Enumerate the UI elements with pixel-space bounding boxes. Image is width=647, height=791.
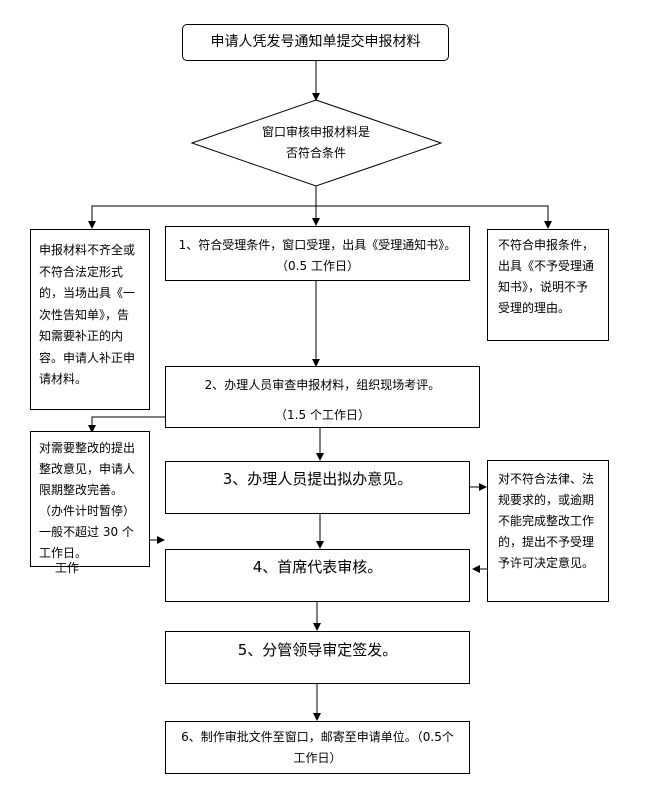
- start-label: 申请人凭发号通知单提交申报材料: [210, 34, 421, 50]
- stray-workday-text: 工作日: [55, 562, 80, 574]
- incomplete-label: 申报材料不齐全或 不符合法定形式 的，当场出具《一 次性告知单》，告 知需要补正…: [39, 243, 136, 386]
- accept-label-line2: （0.5 工作日）: [276, 259, 359, 273]
- branch-line-left: [88, 205, 316, 229]
- sign-label: 5、分管领导审定签发。: [237, 641, 398, 659]
- incomplete-box: 申报材料不齐全或 不符合法定形式 的，当场出具《一 次性告知单》，告 知需要补正…: [30, 229, 150, 410]
- review-label-line2: （1.5 个工作日）: [275, 408, 370, 422]
- arrow-review-to-rectify: [88, 416, 165, 433]
- decision-label-line2: 否符合条件: [285, 146, 346, 160]
- review-label-line1: 2、办理人员审查申报材料，组织现场考评。: [204, 378, 441, 392]
- final-box: 6、制作审批文件至窗口，邮寄至申请单位。（0.5个 工作日）: [165, 721, 470, 774]
- rectify-box: 对需要整改的提出 整改意见，申请人 限期整改完善。 （办件计时暂停） 一般不超过…: [30, 431, 150, 567]
- final-label-line2: 工作日）: [293, 751, 342, 765]
- noncompliant-label: 对不符合法律、法 规要求的，或逾期 不能完成整改工作 的，提出不予受理 予许可决…: [498, 472, 595, 570]
- accept-box: 1、符合受理条件，窗口受理，出具《受理通知书》。 （0.5 工作日）: [165, 226, 470, 281]
- opinion-label: 3、办理人员提出拟办意见。: [222, 470, 413, 488]
- branch-line-right: [316, 205, 552, 229]
- noncompliant-box: 对不符合法律、法 规要求的，或逾期 不能完成整改工作 的，提出不予受理 予许可决…: [487, 460, 609, 602]
- accept-label-line1: 1、符合受理条件，窗口受理，出具《受理通知书》。: [178, 238, 457, 252]
- sign-box: 5、分管领导审定签发。: [165, 631, 470, 684]
- start-box: 申请人凭发号通知单提交申报材料: [182, 24, 449, 61]
- reject-label: 不符合申报条件， 出具《不予受理通 知书》，说明不予 受理的理由。: [498, 238, 595, 315]
- final-label-line1: 6、制作审批文件至窗口，邮寄至申请单位。（0.5个: [181, 730, 454, 744]
- rectify-label: 对需要整改的提出 整改意见，申请人 限期整改完善。 （办件计时暂停） 一般不超过…: [39, 441, 136, 560]
- review-box: 2、办理人员审查申报材料，组织现场考评。 （1.5 个工作日）: [165, 366, 480, 428]
- decision-label-line1: 窗口审核申报材料是: [261, 125, 370, 139]
- opinion-box: 3、办理人员提出拟办意见。: [165, 461, 470, 514]
- chief-review-label: 4、首席代表审核。: [252, 558, 383, 576]
- chief-review-box: 4、首席代表审核。: [165, 549, 470, 602]
- decision-diamond: [190, 99, 443, 187]
- reject-box: 不符合申报条件， 出具《不予受理通 知书》，说明不予 受理的理由。: [487, 229, 609, 341]
